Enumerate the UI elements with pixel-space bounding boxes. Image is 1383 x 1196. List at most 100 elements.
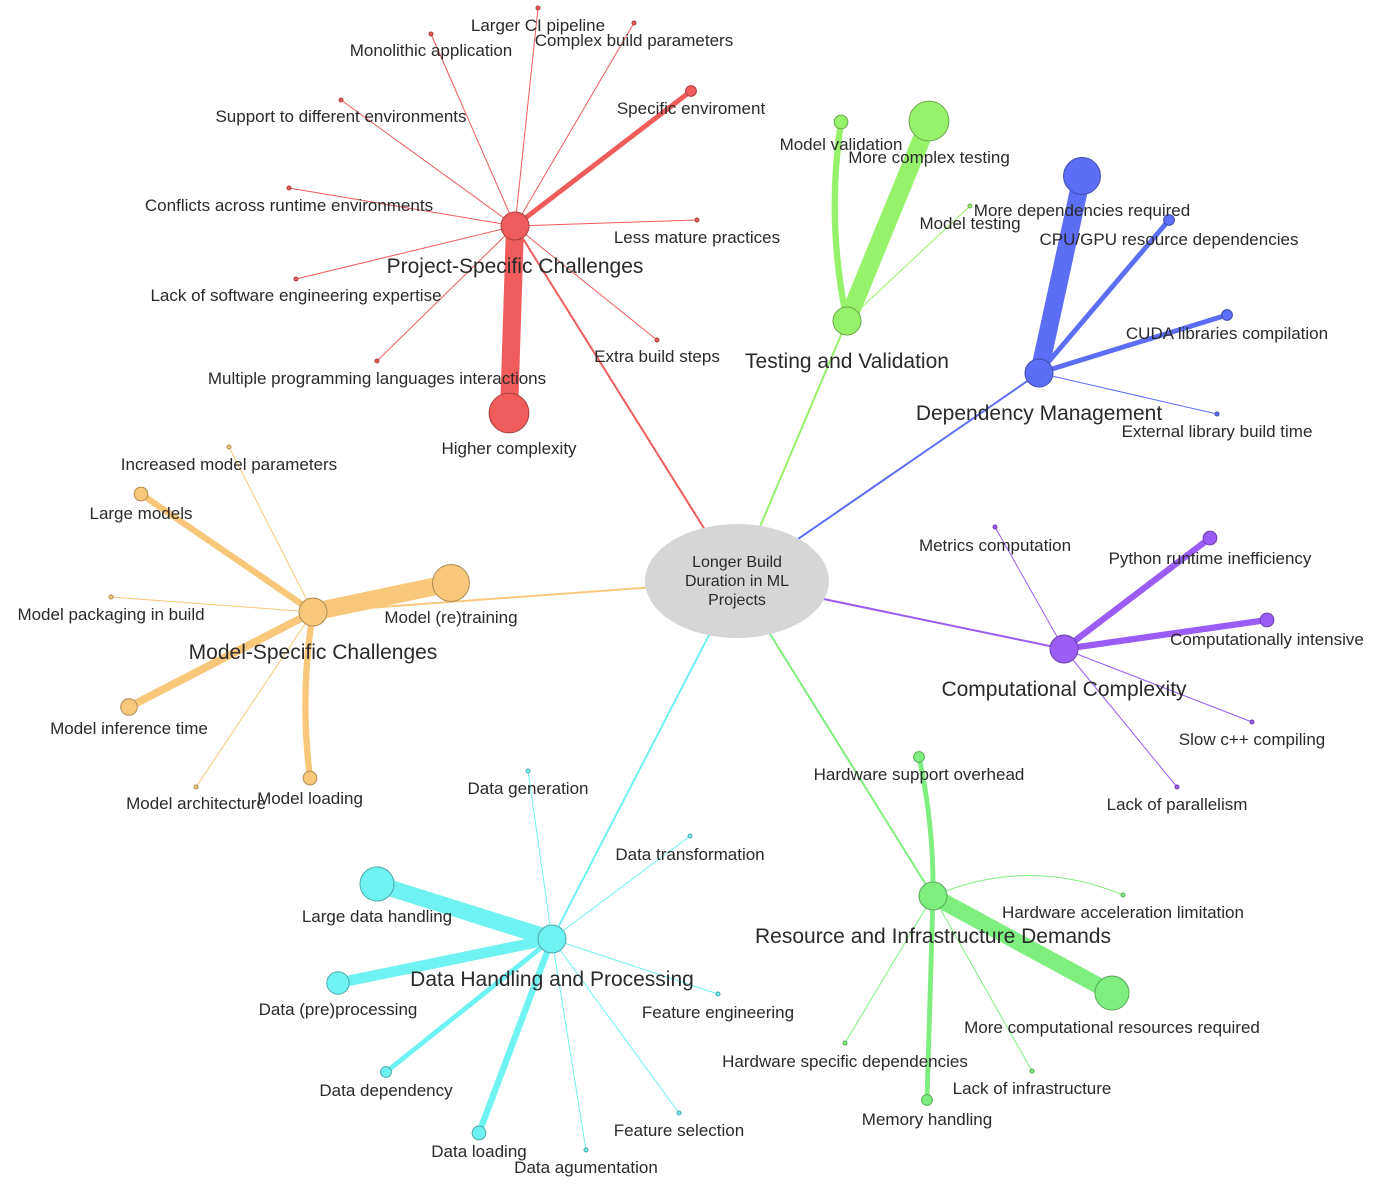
edge-computationally-intensive [1063, 616, 1268, 653]
leaf-label-model-testing: Model testing [919, 214, 1020, 233]
edge-model-testing [846, 205, 971, 322]
group-node-model [298, 597, 328, 627]
leaf-node-model-testing [967, 203, 973, 209]
group-label-computational: Computational Complexity [941, 678, 1187, 701]
leaf-label-hardware-specific-dependencies: Hardware specific dependencies [722, 1052, 968, 1071]
leaf-node-hardware-support-overhead [913, 751, 925, 763]
edge-monolithic-application [430, 33, 516, 227]
edge-multiple-programming-languages-interactions [376, 225, 516, 362]
leaf-label-slow-c-compiling: Slow c++ compiling [1179, 730, 1325, 749]
leaf-label-lack-of-parallelism: Lack of parallelism [1107, 795, 1248, 814]
leaf-label-computationally-intensive: Computationally intensive [1170, 630, 1364, 649]
edges-layer [110, 7, 1268, 1151]
group-label-testing: Testing and Validation [745, 350, 949, 373]
edge-data-agumentation [551, 938, 587, 1151]
leaf-label-monolithic-application: Monolithic application [350, 41, 513, 60]
leaf-node-hardware-specific-dependencies [842, 1040, 848, 1046]
leaf-label-feature-engineering: Feature engineering [642, 1003, 794, 1022]
edge-slow-c-compiling [1063, 648, 1253, 723]
leaf-node-computationally-intensive [1259, 612, 1275, 628]
leaf-node-multiple-programming-languages-interactions [374, 358, 380, 364]
leaf-node-hardware-acceleration-limitation [1120, 892, 1126, 898]
leaf-label-python-runtime-inefficiency: Python runtime inefficiency [1109, 549, 1312, 568]
leaf-label-higher-complexity: Higher complexity [441, 439, 577, 458]
leaf-node-lack-of-parallelism [1174, 784, 1180, 790]
group-label-data: Data Handling and Processing [410, 968, 694, 991]
leaf-node-data-dependency [380, 1066, 392, 1078]
edge-cpu-gpu-resource-dependencies [1037, 218, 1171, 375]
leaf-label-hardware-support-overhead: Hardware support overhead [814, 765, 1025, 784]
leaf-label-conflicts-across-runtime-environments: Conflicts across runtime environments [145, 196, 433, 215]
leaf-node-feature-selection [676, 1110, 682, 1116]
leaf-node-more-computational-resources-required [1094, 975, 1130, 1011]
nodes-layer [108, 5, 1275, 1153]
edge-conflicts-across-runtime-environments [288, 187, 516, 227]
edge-data-dependency [384, 937, 554, 1074]
leaf-label-data-loading: Data loading [431, 1142, 526, 1161]
edge-larger-ci-pipeline [514, 7, 539, 227]
leaf-label-model-inference-time: Model inference time [50, 719, 208, 738]
leaf-node-metrics-computation [992, 524, 998, 530]
edge-model-validation [831, 121, 851, 322]
leaf-node-conflicts-across-runtime-environments [286, 185, 292, 191]
leaf-node-large-data-handling [359, 866, 395, 902]
root-label-line: Duration in ML [685, 573, 789, 590]
leaf-node-slow-c-compiling [1249, 719, 1255, 725]
leaf-label-larger-ci-pipeline: Larger CI pipeline [471, 16, 605, 35]
leaf-label-model-architecture: Model architecture [126, 794, 266, 813]
leaf-label-external-library-build-time: External library build time [1122, 422, 1313, 441]
edge-model-packaging-in-build [110, 596, 314, 613]
leaf-label-data-pre-processing: Data (pre)processing [259, 1000, 418, 1019]
edge-model-inference-time [127, 608, 315, 711]
group-label-resource: Resource and Infrastructure Demands [755, 925, 1111, 948]
leaf-node-extra-build-steps [654, 337, 660, 343]
leaf-label-model-packaging-in-build: Model packaging in build [17, 605, 204, 624]
edge-cuda-libraries-compilation [1038, 312, 1228, 376]
leaf-label-complex-build-parameters: Complex build parameters [535, 31, 733, 50]
leaf-label-model-loading: Model loading [257, 789, 363, 808]
leaf-label-model-validation: Model validation [780, 135, 903, 154]
leaf-label-data-transformation: Data transformation [615, 845, 764, 864]
edge-more-dependencies-required [1030, 174, 1091, 375]
root-label-line: Longer Build [692, 554, 782, 571]
edge-metrics-computation [994, 526, 1065, 650]
leaf-label-extra-build-steps: Extra build steps [594, 347, 720, 366]
edge-data-transformation [551, 835, 691, 940]
leaf-node-data-loading [471, 1125, 487, 1141]
group-node-testing [832, 306, 862, 336]
edge-complex-build-parameters [514, 22, 635, 227]
leaf-label-data-generation: Data generation [468, 779, 589, 798]
leaf-node-monolithic-application [428, 31, 434, 37]
leaf-node-data-transformation [687, 833, 693, 839]
edge-python-runtime-inefficiency [1062, 535, 1212, 652]
leaf-node-support-to-different-environments [338, 97, 344, 103]
leaf-node-lack-of-infrastructure [1029, 1068, 1035, 1074]
leaf-node-cuda-libraries-compilation [1221, 309, 1233, 321]
edge-model-loading [302, 611, 317, 779]
edge-external-library-build-time [1038, 372, 1218, 415]
edge-feature-engineering [551, 938, 719, 995]
edge-model-architecture [195, 611, 314, 788]
leaf-node-model-loading [302, 770, 318, 786]
leaf-node-large-models [133, 486, 149, 502]
edge-more-computational-resources-required [929, 888, 1116, 1001]
leaf-label-data-dependency: Data dependency [319, 1081, 453, 1100]
leaf-node-data-generation [525, 768, 531, 774]
group-label-project: Project-Specific Challenges [387, 255, 644, 278]
group-node-data [537, 924, 567, 954]
leaf-label-cuda-libraries-compilation: CUDA libraries compilation [1126, 324, 1328, 343]
edge-feature-selection [551, 938, 680, 1114]
edge-support-to-different-environments [340, 99, 516, 227]
leaf-node-model-validation [833, 114, 849, 130]
leaf-label-hardware-acceleration-limitation: Hardware acceleration limitation [1002, 903, 1244, 922]
root-node [645, 524, 829, 638]
edge-lack-of-parallelism [1063, 648, 1178, 788]
group-node-resource [918, 881, 948, 911]
edge-increased-model-parameters [228, 446, 314, 613]
leaf-node-memory-handling [921, 1094, 933, 1106]
leaf-node-external-library-build-time [1214, 411, 1220, 417]
edge-root-data [551, 580, 738, 940]
leaf-label-lack-of-software-engineering-expertise: Lack of software engineering expertise [150, 286, 441, 305]
